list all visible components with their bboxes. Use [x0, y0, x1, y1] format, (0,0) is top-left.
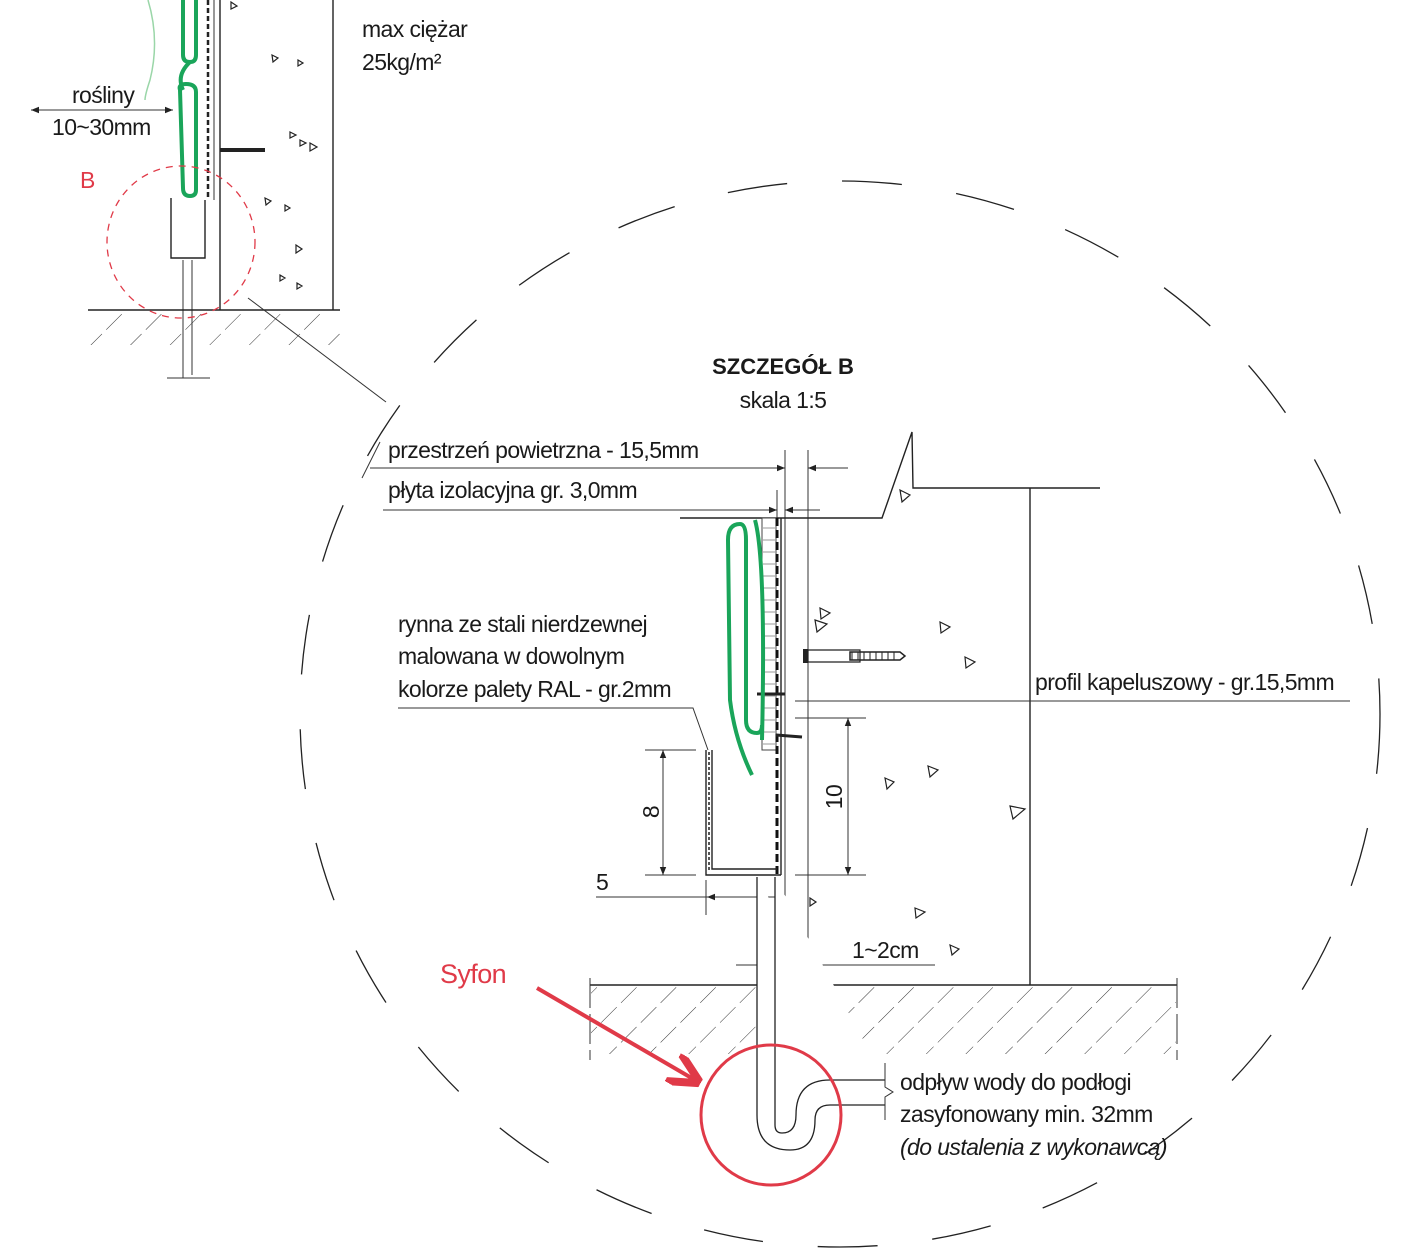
drain-label-line-3: (do ustalenia z wykonawcą): [900, 1134, 1167, 1160]
siphon-label: Syfon: [440, 959, 506, 989]
wall-anchor-icon: [803, 649, 907, 663]
plant-vine-icon: [144, 0, 156, 101]
gutter-label-line-3: kolorze palety RAL - gr.2mm: [398, 676, 671, 702]
plant-panel: [725, 519, 766, 776]
detail-b-section: SZCZEGÓŁ B skala 1:5 przestrzeń powietrz…: [361, 354, 1350, 1187]
plants-range: 10~30mm: [52, 114, 151, 140]
detail-title: SZCZEGÓŁ B: [712, 354, 854, 379]
max-load-value: 25kg/m²: [362, 49, 442, 75]
drain-label-line-2: zasyfonowany min. 32mm: [900, 1101, 1153, 1127]
gutter-label-line-1: rynna ze stali nierdzewnej: [398, 611, 647, 637]
plants-label: rośliny: [72, 82, 135, 108]
drain-label-line-1: odpływ wody do podłogi: [900, 1069, 1131, 1095]
detail-scale: skala 1:5: [740, 387, 827, 413]
gap-dimension-label: 1~2cm: [852, 937, 919, 963]
siphon-highlight-circle: [699, 1043, 843, 1187]
gutter-small: [170, 198, 206, 259]
floor-hatch: [591, 986, 1176, 1054]
floor-hatch-small: [88, 311, 340, 345]
concrete-aggregate-small: [230, 0, 319, 291]
air-gap-label: przestrzeń powietrzna - 15,5mm: [388, 437, 699, 463]
overview-section: B rośliny 10~30mm max ciężar 25kg/m²: [31, 0, 469, 403]
hat-profile-label: profil kapeluszowy - gr.15,5mm: [1035, 669, 1334, 695]
plant-panel-small: [177, 0, 198, 199]
gutter-profile: [705, 750, 781, 876]
width-dimension-label: 5: [596, 869, 608, 895]
height-dimension-label: 10: [821, 785, 847, 809]
pipe-break-mark: [884, 1063, 894, 1120]
detail-boundary-circle: [299, 180, 1381, 1248]
detail-leader-line: [247, 297, 387, 403]
drain-pipe-siphon: [756, 877, 885, 1151]
insulation-label: płyta izolacyjna gr. 3,0mm: [388, 477, 637, 503]
concrete-aggregate: [809, 488, 1027, 957]
gutter-height-label: 8: [638, 806, 664, 818]
gutter-leader: [398, 707, 709, 751]
wall-break-line: [680, 431, 1100, 519]
siphon-arrow-icon: [535, 986, 695, 1080]
screw-icon: [775, 733, 803, 739]
detail-marker-label: B: [80, 167, 95, 193]
board-hatching: [763, 527, 775, 745]
gutter-label-line-2: malowana w dowolnym: [398, 643, 624, 669]
max-load-label: max ciężar: [362, 16, 468, 42]
detail-b-marker-circle: [106, 165, 256, 319]
